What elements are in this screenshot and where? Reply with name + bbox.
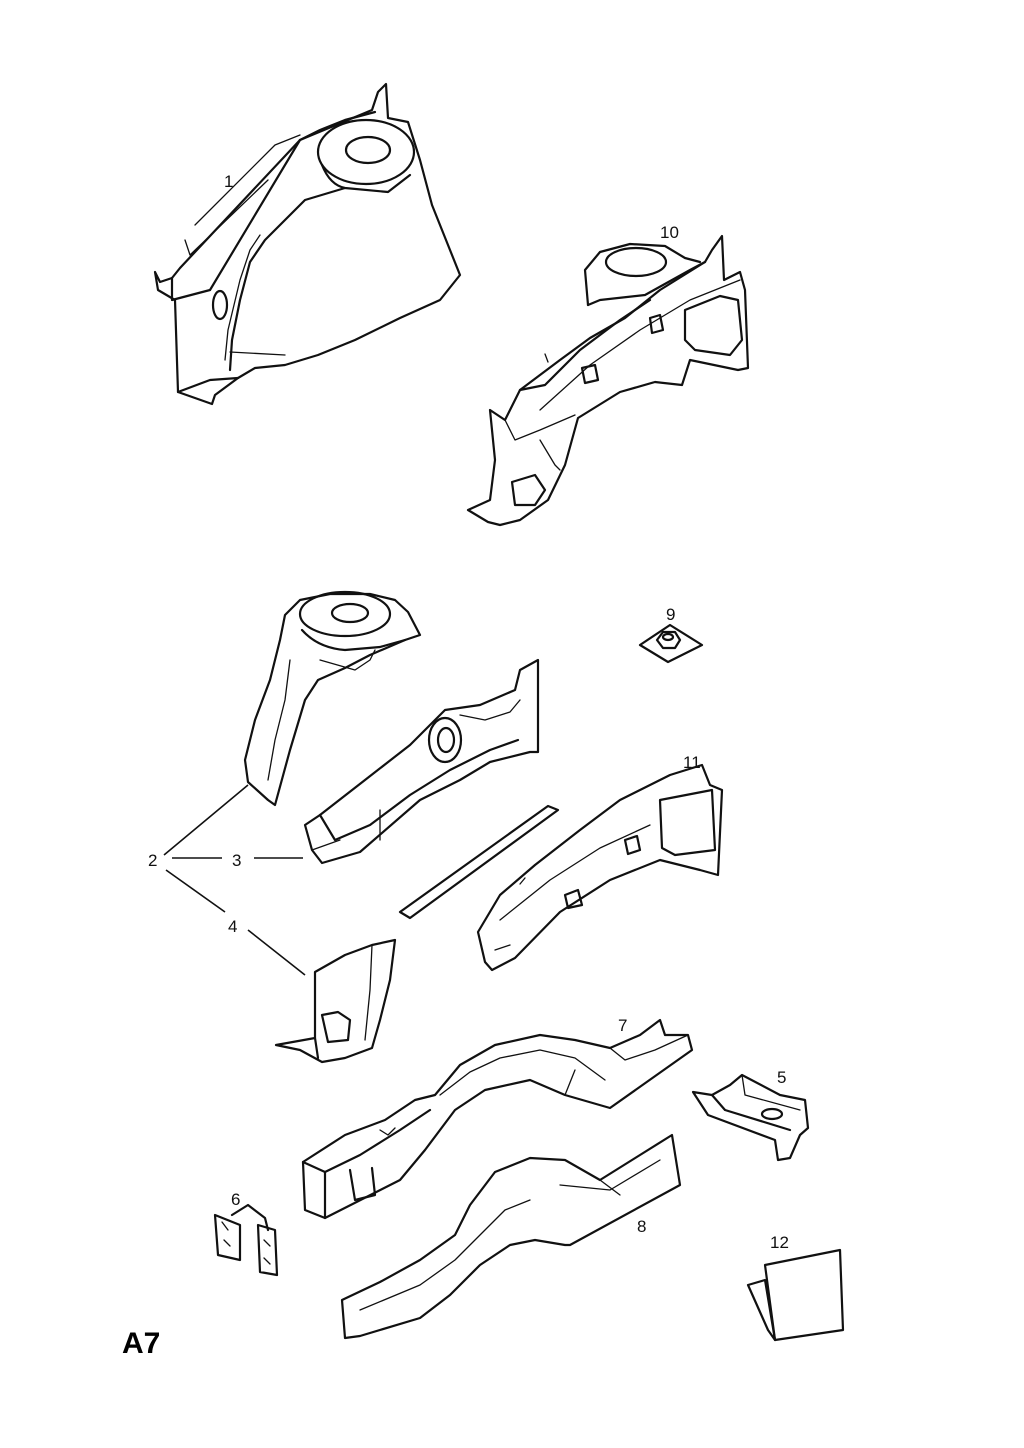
callout-8: 8 [637,1217,646,1236]
callout-numbers: 1 10 9 11 2 3 4 7 5 6 8 12 [148,172,789,1252]
part-9-weld-nut-plate [638,623,704,664]
part-7-longitudinal-rail [301,1018,694,1220]
part-11-side-member [476,763,724,972]
part-6-small-bracket [213,1203,279,1277]
leader-lines [163,784,306,976]
part-3-side-member-panel [303,658,540,865]
callout-4: 4 [228,917,237,936]
callout-2: 2 [148,851,157,870]
part-1-wheelhouse-assembly [153,82,462,406]
sheet-code-label: A7 [122,1327,160,1360]
part-5-bracket [691,1073,810,1162]
callout-11: 11 [683,753,701,772]
part-2-wheelhouse-panel [243,590,422,807]
part-8-sill-panel [340,1133,682,1340]
callout-9: 9 [666,605,675,624]
part-10-side-member-assembly [466,234,750,527]
part-12-insulation-pad [746,1248,845,1342]
callout-12: 12 [770,1233,789,1252]
part-reinforcement-strip [398,804,560,920]
callout-3: 3 [232,851,241,870]
callout-10: 10 [660,223,679,242]
callout-6: 6 [231,1190,240,1209]
callout-7: 7 [618,1016,627,1035]
callout-1: 1 [224,172,233,191]
callout-5: 5 [777,1068,786,1087]
part-4-lower-panel [274,938,397,1064]
